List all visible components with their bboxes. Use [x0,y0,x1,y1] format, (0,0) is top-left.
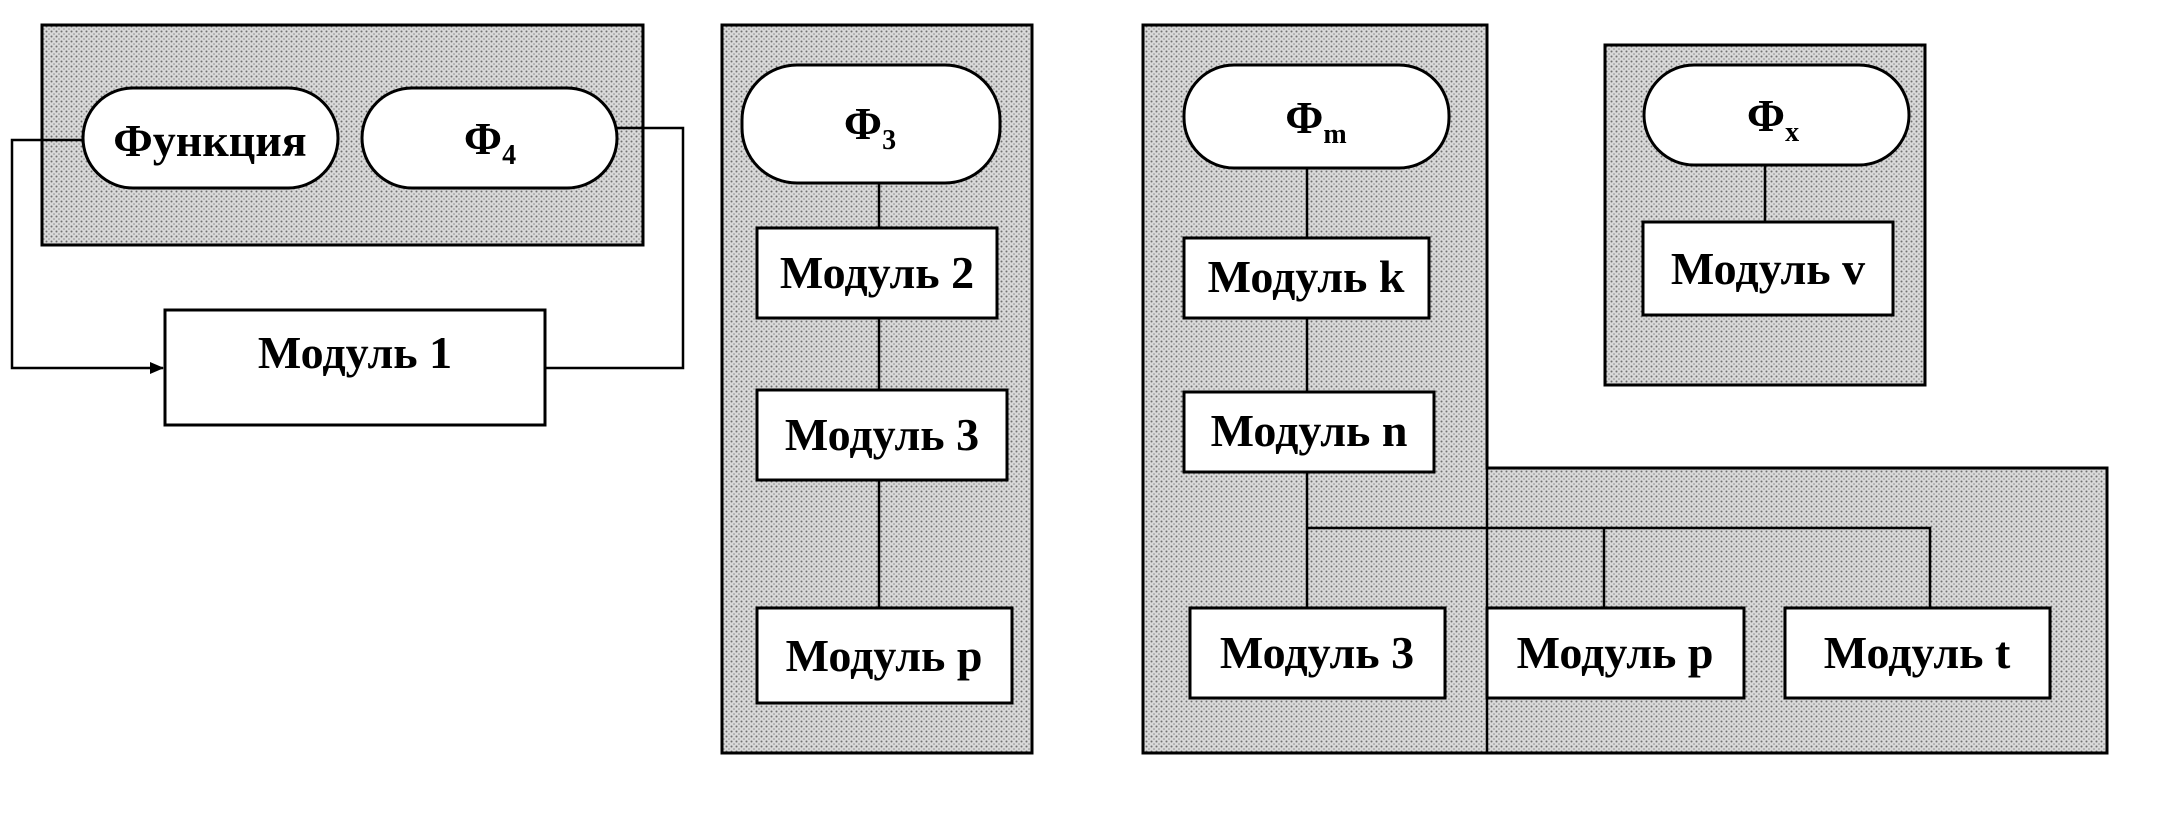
function-to-module1-arrow [10,138,164,374]
module-k-box [1182,236,1431,320]
phim-symbol: Φ [1285,92,1323,143]
group-b-module-p-box [755,606,1014,705]
phix-pill [1642,63,1911,167]
phi3-pill [740,63,1002,185]
group-c-shaded-panel [1141,23,2109,755]
phi4-to-module1-connector [545,126,685,370]
function-pill [81,86,340,190]
phix-label: Φx [1747,90,1799,148]
group-b-module-3-label: Модуль 3 [785,409,979,460]
module-n-label: Модуль n [1211,405,1408,456]
phi4-subscript: 4 [502,140,516,171]
phi4-symbol: Φ [464,113,502,164]
phim-pill [1182,63,1451,170]
group-c-module-p-label: Модуль p [1517,627,1714,678]
group-c-module-3-box [1188,606,1447,700]
function-label: Функция [113,115,306,166]
phix-symbol: Φ [1747,90,1785,141]
phi3-symbol: Φ [844,98,882,149]
phim-subscript: m [1323,119,1346,150]
module-k-label: Модуль k [1208,251,1405,302]
phi4-label: Φ4 [464,113,516,171]
module-1-label: Модуль 1 [258,327,452,378]
phi3-subscript: 3 [882,125,896,156]
group-c-module-p-box [1485,606,1746,700]
group-b-module-p-label: Модуль p [786,630,983,681]
module-t-label: Модуль t [1824,627,2011,678]
phim-label: Φm [1285,92,1346,150]
phix-subscript: x [1785,117,1799,148]
module-2-label: Модуль 2 [780,247,974,298]
module-v-label: Модуль v [1671,243,1865,294]
module-t-box [1783,606,2052,700]
module-n-box [1182,390,1436,474]
module-1-box [163,308,547,427]
module-n-tree-connector [1305,472,1932,608]
phi3-label: Φ3 [844,98,896,156]
group-b-module-3-box [755,388,1009,482]
group-c-module-3-label: Модуль 3 [1220,627,1414,678]
module-2-box [755,226,999,320]
phi4-pill [360,86,619,190]
module-v-box [1641,220,1895,317]
